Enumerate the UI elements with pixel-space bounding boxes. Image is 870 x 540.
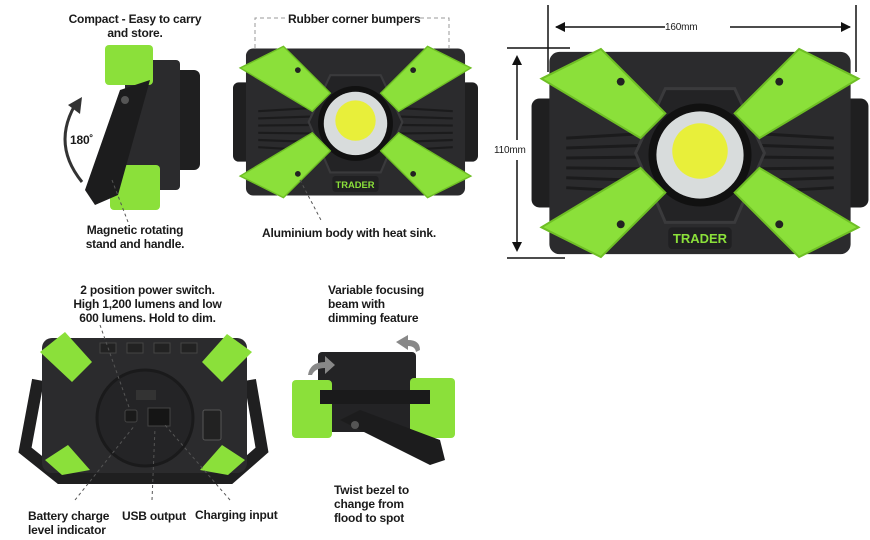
height-dimension-label: 110mm (494, 145, 526, 156)
charging-input-label: Charging input (195, 508, 278, 522)
twist-arrows-icon (308, 335, 420, 375)
bumper-bracket (254, 17, 450, 48)
twist-bezel-label: Twist bezel to change from flood to spot (334, 483, 409, 525)
leader-line (111, 179, 129, 223)
leader-line (299, 179, 323, 223)
brand-logo-large: TRADER (673, 231, 728, 246)
focusing-beam-label: Variable focusing beam with dimming feat… (328, 283, 424, 325)
rotation-arrow-icon (63, 104, 84, 183)
usb-output-label: USB output (122, 509, 186, 523)
battery-indicator-label: Battery charge level indicator (28, 509, 110, 537)
back-leader-lines (74, 324, 231, 501)
dimension-lines (507, 5, 857, 259)
rotation-arrowhead-icon (68, 97, 82, 114)
bezel-side-light (292, 352, 455, 465)
side-view-light (85, 45, 200, 210)
bumpers-label: Rubber corner bumpers (288, 12, 421, 26)
magnetic-stand-label: Magnetic rotating stand and handle. (85, 223, 185, 251)
aluminium-body-label: Aluminium body with heat sink. (262, 226, 437, 240)
front-view-light (233, 45, 478, 199)
brand-logo-front: TRADER (335, 179, 374, 190)
rotation-angle-label: 180˚ (70, 133, 94, 147)
compact-label: Compact - Easy to carry and store. (68, 12, 202, 40)
width-dimension-label: 160mm (665, 22, 698, 33)
power-switch-label: 2 position power switch. High 1,200 lume… (73, 283, 222, 325)
dimensioned-front-light (530, 47, 870, 259)
back-view-light (18, 332, 269, 484)
